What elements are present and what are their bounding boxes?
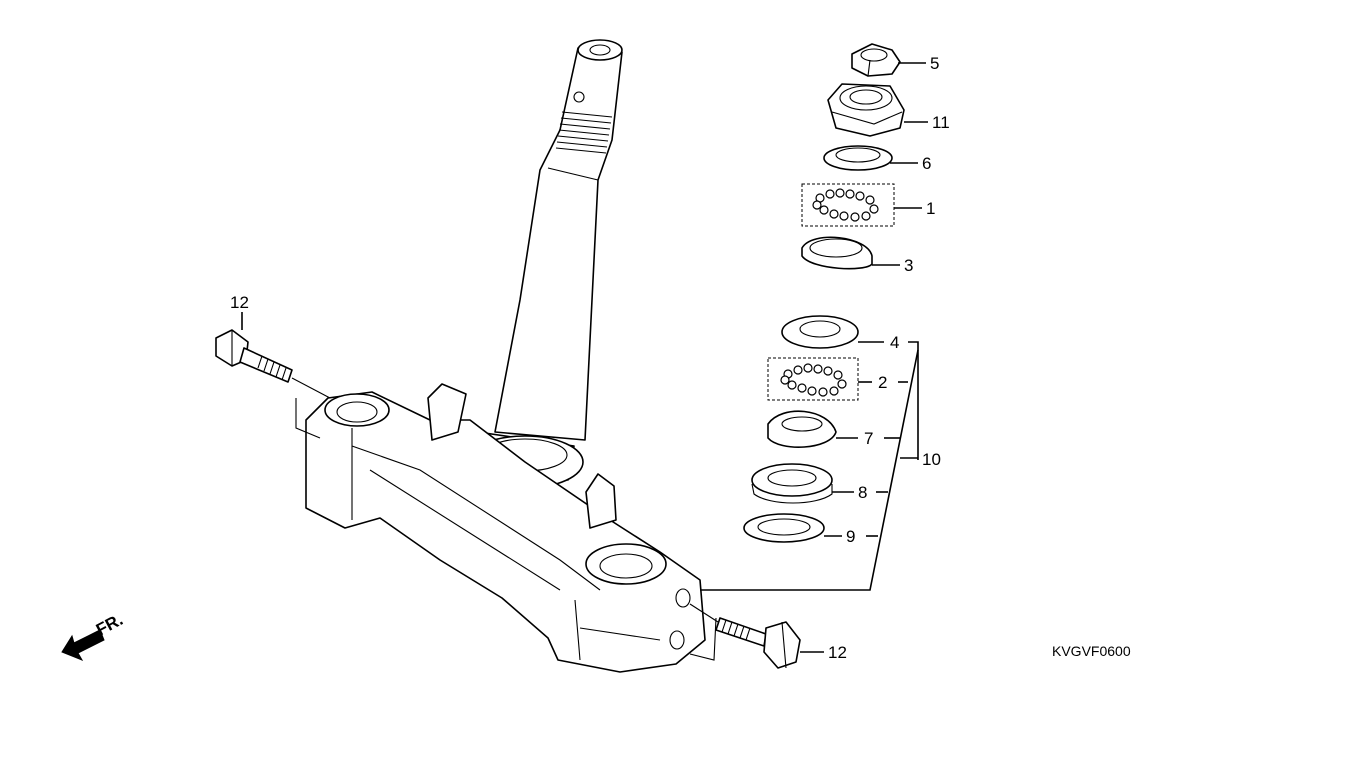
- bottom-bridge: [305, 383, 706, 673]
- callout-3: 3: [904, 256, 913, 275]
- diagram-code: KVGVF0600: [1052, 643, 1131, 659]
- callout-2: 2: [878, 373, 887, 392]
- callout-9: 9: [846, 527, 855, 546]
- part-4-cone-race: [781, 315, 859, 349]
- part-1-steel-balls: [801, 183, 895, 227]
- callouts: 5 11 6 1 3 4 2 7 10 8 9 12 12: [230, 54, 950, 662]
- steering-stem: [466, 39, 623, 489]
- part-9-washer: [743, 513, 825, 543]
- bolt-right: [689, 603, 801, 669]
- part-5-nut: [851, 43, 901, 77]
- callout-1: 1: [926, 199, 935, 218]
- bolt-left: [215, 329, 331, 439]
- callout-11: 11: [932, 113, 950, 132]
- callout-12-right: 12: [828, 643, 847, 662]
- part-8-dust-seal: [751, 463, 833, 504]
- part-7-lower-race: [767, 410, 837, 448]
- front-direction-arrow: FR.: [61, 610, 126, 661]
- callout-4: 4: [890, 333, 899, 352]
- callout-8: 8: [858, 483, 867, 502]
- callout-12-left: 12: [230, 293, 249, 312]
- callout-5: 5: [930, 54, 939, 73]
- callout-10: 10: [922, 450, 941, 469]
- part-11-locknut: [827, 83, 905, 137]
- leader-lines: [241, 62, 928, 653]
- callout-6: 6: [922, 154, 931, 173]
- part-2-steel-balls: [767, 357, 859, 401]
- callout-7: 7: [864, 429, 873, 448]
- part-3-upper-race: [801, 236, 873, 270]
- part-6-dust-seal: [823, 145, 893, 171]
